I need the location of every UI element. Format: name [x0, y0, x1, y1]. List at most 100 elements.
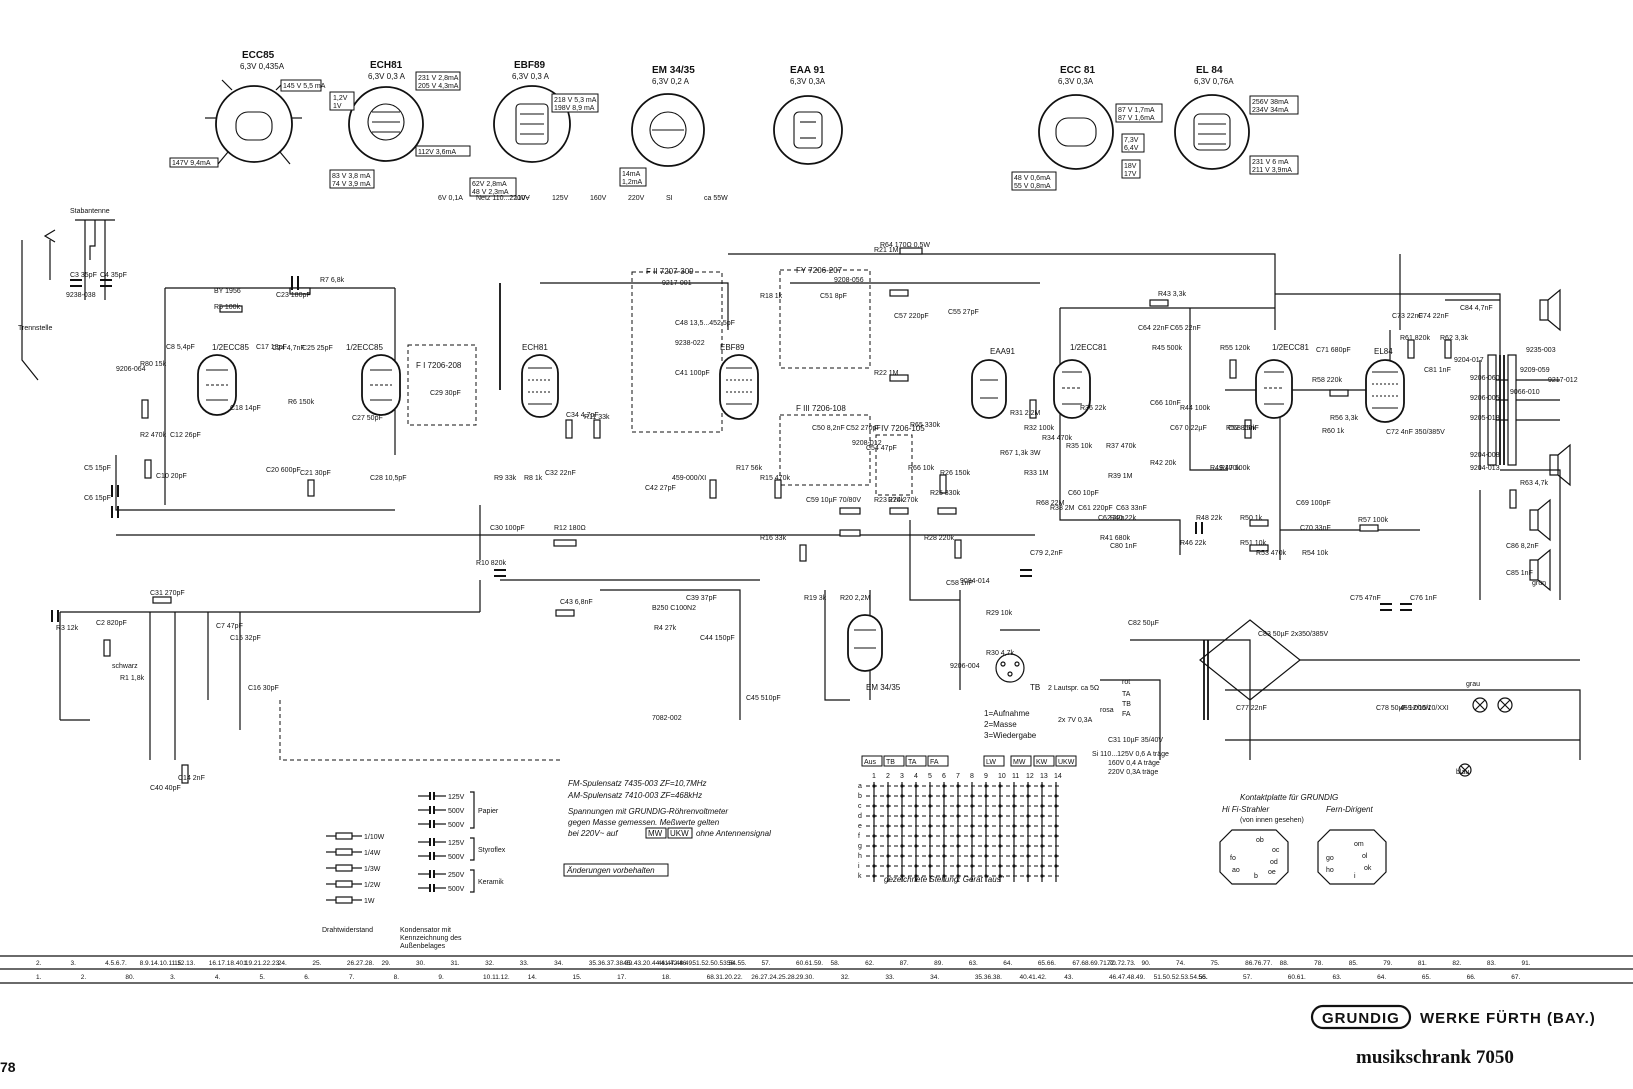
- tube-socket: [773, 95, 843, 165]
- component-label: R68 22M: [1036, 500, 1065, 507]
- component-label: R52 850k: [1226, 425, 1256, 432]
- component-label: TB: [1122, 701, 1131, 708]
- component-label: C30 100pF: [490, 525, 525, 532]
- ruler-label: 34.: [554, 960, 563, 967]
- tube-name: EBF89: [514, 60, 546, 71]
- switch-header: FA: [930, 759, 939, 766]
- component-label: 9084-014: [960, 578, 990, 585]
- ruler-label: 26.27.24.25.28.: [751, 974, 796, 981]
- voltage-label: 234V 34mA: [1252, 107, 1289, 114]
- company-name: WERKE FÜRTH (BAY.): [1420, 1010, 1596, 1027]
- tube-ecc81-right: 1/2ECC81: [1255, 343, 1309, 419]
- tube-label: EAA91: [990, 347, 1015, 356]
- fuse-note-line: 220V 0,3A träge: [1108, 769, 1158, 776]
- switch-column: 8: [970, 773, 974, 780]
- tube-label: EM 34/35: [866, 683, 901, 692]
- switch-row: d: [858, 813, 862, 820]
- component-label: R39 1M: [1108, 473, 1133, 480]
- component-label: R12 180Ω: [554, 525, 586, 532]
- component-label: R26 150k: [940, 470, 970, 477]
- component-label: R24 270k: [888, 497, 918, 504]
- component-label: R65 330k: [910, 422, 940, 429]
- component-label: 9204-008: [1470, 452, 1500, 459]
- component-label: 7082-002: [652, 715, 682, 722]
- contact-plate-title: Kontaktplatte für GRUNDIG: [1240, 793, 1338, 802]
- switch-column: 11: [1012, 773, 1019, 780]
- contact-plate-left: [1219, 829, 1289, 885]
- switch-column: 10: [998, 773, 1006, 780]
- contact-pin: oe: [1268, 869, 1276, 876]
- model-name: musikschrank 7050: [1356, 1047, 1514, 1068]
- component-label: 9217-001: [662, 280, 692, 287]
- circuit-tubes: 1/2ECC85 1/2ECC85 ECH81 EBF89 EAA91 1/2E…: [197, 343, 1405, 692]
- component-label: 9066-010: [1510, 389, 1540, 396]
- component-label: 160V: [590, 195, 607, 202]
- component-label: C20 600pF: [266, 467, 301, 474]
- legend-voltage: 125V: [448, 794, 465, 801]
- switch-column: 14: [1054, 773, 1062, 780]
- ruler-label: 57.: [1243, 974, 1252, 981]
- ruler-label: 15.: [572, 974, 581, 981]
- component-label: R2 470k: [140, 432, 167, 439]
- component-label: 9238-038: [66, 292, 96, 299]
- component-label: R33 1M: [1024, 470, 1049, 477]
- tube-name: EM 34/35: [652, 65, 695, 76]
- component-label: C39 37pF: [686, 595, 717, 602]
- component-label: C74 22nF: [1418, 313, 1449, 320]
- tube-em34: EM 34/35: [847, 614, 901, 692]
- ruler-label: 79.: [1383, 960, 1392, 967]
- component-label: R58 220k: [1312, 377, 1342, 384]
- switch-row: k: [858, 873, 862, 880]
- voltage-label: 48 V 0,6mA: [1014, 175, 1051, 182]
- component-label: R57 100k: [1358, 517, 1388, 524]
- component-label: FA: [1122, 711, 1131, 718]
- component-label: C31 10µF 35/40V: [1108, 737, 1163, 744]
- switch-row: h: [858, 853, 862, 860]
- component-label: 125V: [552, 195, 569, 202]
- contact-pin: ol: [1362, 853, 1368, 860]
- component-label: C41 100pF: [675, 370, 710, 377]
- component-label: R41 680k: [1100, 535, 1130, 542]
- component-label: C75 47nF: [1350, 595, 1381, 602]
- ruler-label: 4.5.6.7.: [105, 960, 127, 967]
- tube-ecc85-right: 1/2ECC85: [346, 343, 401, 416]
- tube-label: ECH81: [522, 343, 548, 352]
- component-label: Trennstelle: [18, 325, 52, 332]
- voltage-label: 55 V 0,8mA: [1014, 183, 1051, 190]
- component-label: grün: [1532, 580, 1546, 587]
- component-label: TA: [1122, 691, 1131, 698]
- changes-note: Änderungen vorbehalten: [566, 866, 655, 875]
- ruler-label: 68.31.20.22.: [707, 974, 743, 981]
- tube-name: ECC85: [242, 50, 275, 61]
- component-label: C59 10µF 70/80V: [806, 497, 861, 504]
- component-label: C2 820pF: [96, 620, 127, 627]
- voltage-label: 74 V 3,9 mA: [332, 181, 371, 188]
- component-label: R80 15k: [140, 361, 167, 368]
- component-label: 9208-012: [852, 440, 882, 447]
- component-label: R18 1k: [760, 293, 783, 300]
- tube-ecc81-left: 1/2ECC81: [1053, 343, 1107, 419]
- component-label: 110V: [514, 195, 530, 202]
- note-line: FM-Spulensatz 7435-003 ZF=10,7MHz: [568, 779, 707, 788]
- component-label: C82 50µF: [1128, 620, 1159, 627]
- component-label: schwarz: [112, 663, 138, 670]
- component-label: 2 Lautspr. ca 5Ω: [1048, 685, 1099, 692]
- component-label: R4 27k: [654, 625, 677, 632]
- filter-label: F II 7207-309: [646, 267, 694, 276]
- component-label: C42 27pF: [645, 485, 676, 492]
- component-label: C78 50µF 12/15V: [1376, 705, 1431, 712]
- component-label: Netz 110...220V~: [476, 195, 530, 202]
- ruler-label: 87.: [900, 960, 909, 967]
- voltage-label: 231 V 2,8mA: [418, 75, 459, 82]
- legend-group-name: Styroflex: [478, 847, 506, 854]
- component-label: C24 4,7nF: [272, 345, 305, 352]
- switch-header: UKW: [1058, 759, 1075, 766]
- tube-label: EBF89: [720, 343, 745, 352]
- switch-column: 4: [914, 773, 918, 780]
- contact-plate-note: (von innen gesehen): [1240, 817, 1304, 824]
- component-label: C62 22n: [1098, 515, 1125, 522]
- ruler-label: 60.61.59.: [796, 960, 823, 967]
- ruler-label: 51.52.50.53.54.55.: [692, 960, 746, 967]
- component-label: SI: [666, 195, 673, 202]
